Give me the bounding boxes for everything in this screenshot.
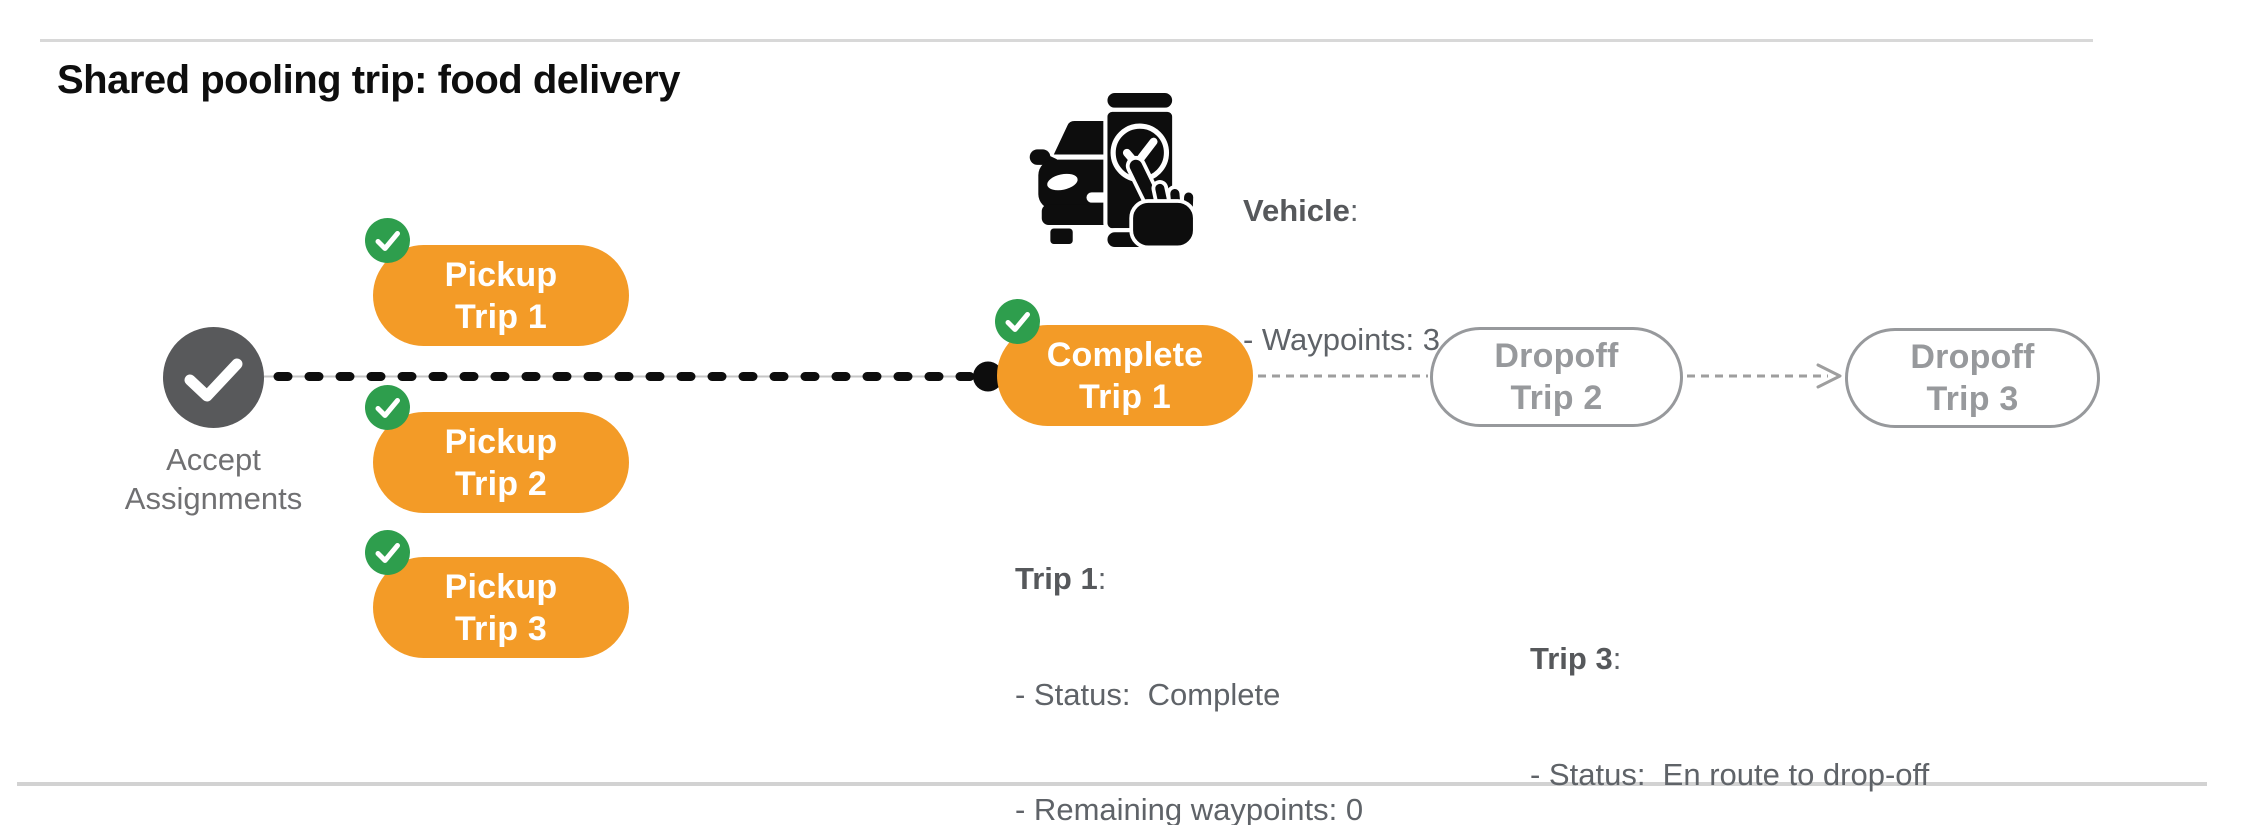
trip-1-status-line: - Status: Complete [1015, 676, 1281, 712]
accept-assignments-node [163, 327, 264, 428]
check-badge-icon [995, 299, 1040, 344]
pill-label: Pickup Trip 1 [444, 255, 558, 336]
trip-3-heading: Trip 3: [1530, 641, 1622, 676]
pill-label: Dropoff Trip 2 [1494, 337, 1619, 417]
trip-status-block-right: Trip 3: - Status: En route to drop-off -… [1530, 563, 1929, 825]
trip-3-status-line: - Status: En route to drop-off [1530, 756, 1930, 792]
trip-1-heading: Trip 1: [1015, 561, 1107, 596]
pill-label: Complete Trip 1 [1046, 335, 1204, 416]
bottom-divider [17, 782, 2207, 786]
check-icon [184, 358, 243, 402]
check-badge-icon [365, 530, 410, 575]
page-title: Shared pooling trip: food delivery [57, 58, 681, 102]
accept-assignments-label: Accept Assignments [124, 442, 303, 516]
arrowhead-icon [1816, 363, 1842, 389]
dropoff-trip-3-node: Dropoff Trip 3 [1845, 328, 2100, 428]
vehicle-info-title: Vehicle: [1243, 189, 1440, 232]
pickup-trip-3-node: Pickup Trip 3 [365, 530, 629, 658]
check-badge-icon [365, 218, 410, 263]
vehicle-info: Vehicle: - Waypoints: 3 [1243, 103, 1440, 447]
car-phone-check-icon [1028, 84, 1200, 252]
pill-label: Pickup Trip 2 [444, 422, 558, 503]
check-badge-icon [365, 385, 410, 430]
trip-status-block-left: Trip 1: - Status: Complete - Remaining w… [1015, 483, 1414, 825]
current-position-dot-icon [973, 361, 1003, 392]
vehicle-waypoints-line: - Waypoints: 3 [1243, 322, 1440, 357]
pill-label: Pickup Trip 3 [444, 567, 558, 648]
vehicle-label: Vehicle [1243, 193, 1350, 228]
pill-label: Dropoff Trip 3 [1910, 338, 2035, 418]
pickup-trip-2-node: Pickup Trip 2 [365, 385, 629, 513]
trip-1-waypoints-line: - Remaining waypoints: 0 [1015, 792, 1364, 825]
complete-trip-1-node: Complete Trip 1 [995, 299, 1253, 426]
top-divider [40, 39, 2093, 42]
dropoff-trip-2-node: Dropoff Trip 2 [1430, 327, 1683, 427]
vehicle-label-colon: : [1349, 193, 1359, 228]
pickup-trip-1-node: Pickup Trip 1 [365, 218, 629, 346]
